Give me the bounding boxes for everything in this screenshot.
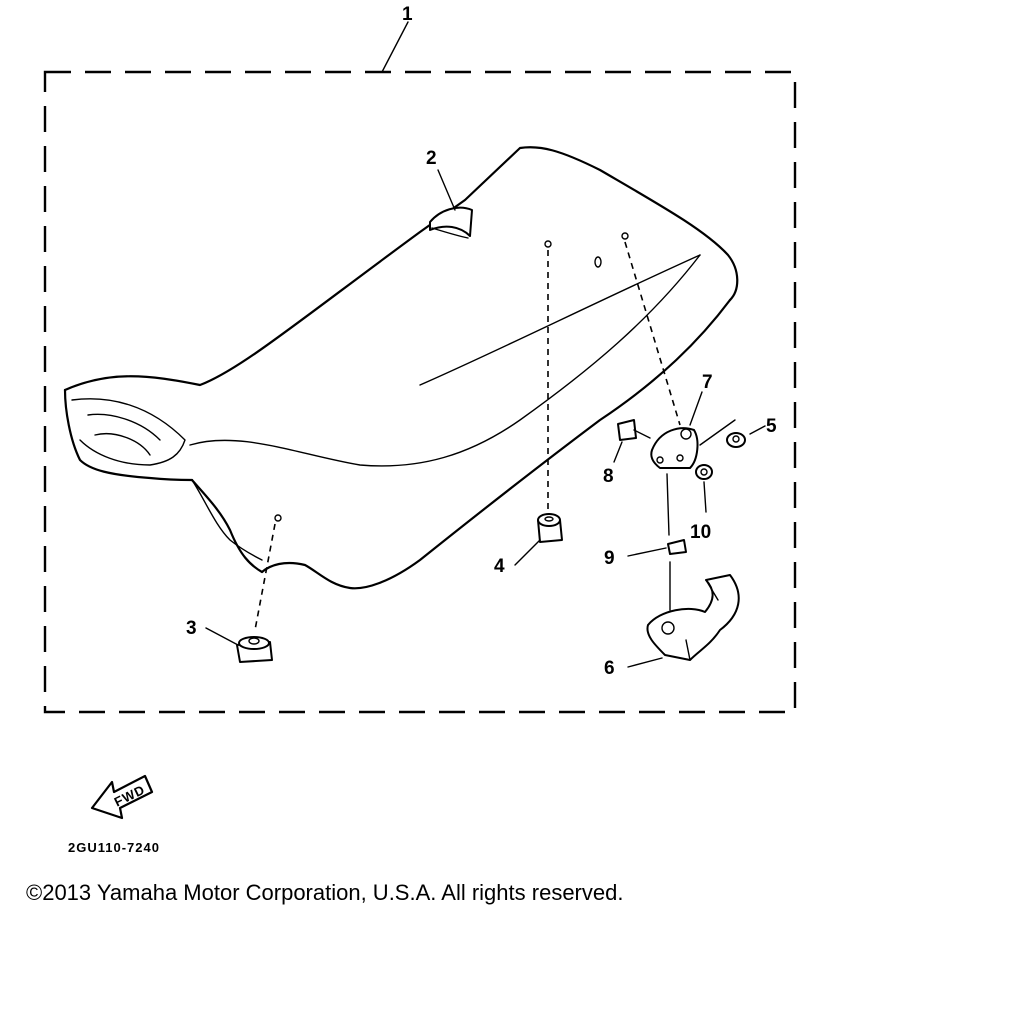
pin-part-9 — [667, 539, 687, 555]
callout-9: 9 — [604, 548, 615, 569]
callout-8: 8 — [603, 466, 614, 487]
diagram-code: 2GU110-7240 — [68, 840, 160, 855]
callout-5: 5 — [766, 416, 777, 437]
callout-4: 4 — [494, 556, 505, 577]
callout-7: 7 — [702, 372, 713, 393]
callout-3: 3 — [186, 618, 197, 639]
fwd-label: FWD — [112, 782, 148, 810]
damper-part-3 — [236, 636, 273, 663]
callout-2: 2 — [426, 148, 437, 169]
seat-illustration — [63, 146, 739, 590]
copyright-text: ©2013 Yamaha Motor Corporation, U.S.A. A… — [26, 880, 624, 905]
washer-part-10 — [695, 464, 713, 480]
callout-1: 1 — [402, 4, 413, 25]
forward-arrow-icon: FWD — [90, 774, 154, 820]
bracket-part-7 — [650, 427, 699, 469]
hook-part-6 — [646, 574, 740, 661]
damper-part-4 — [537, 513, 563, 543]
assembly-boundary — [43, 70, 797, 714]
screw-part-8 — [617, 419, 651, 441]
callout-6: 6 — [604, 658, 615, 679]
nut-part-5 — [726, 432, 746, 448]
callout-10: 10 — [690, 522, 711, 543]
